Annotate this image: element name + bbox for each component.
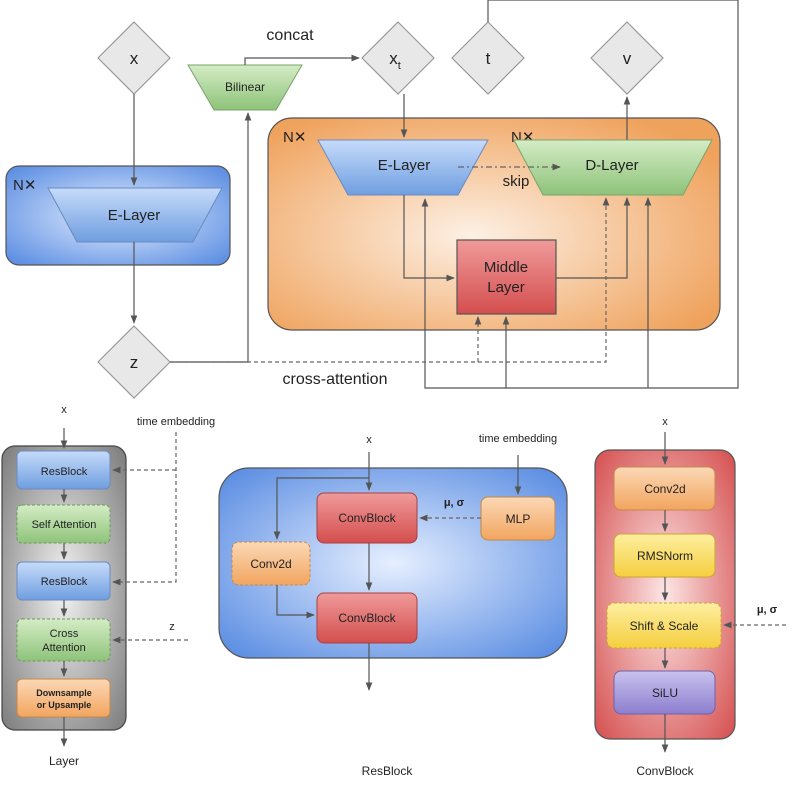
edge-elayer-to-middle (403, 195, 455, 282)
z-node (97, 325, 171, 399)
encoder-e-layer-label: E-Layer (108, 207, 161, 224)
layer-self-attention-label: Self Attention (32, 519, 97, 531)
cross-attention-label: cross-attention (283, 371, 388, 388)
t-node (451, 21, 525, 95)
encoder-e-layer-block (47, 187, 223, 243)
layer-cross-attention-label-1: Cross (50, 628, 79, 640)
bilinear-label: Bilinear (225, 80, 265, 94)
layer-caption: Layer (49, 754, 79, 768)
middle-layer-label-2: Layer (487, 279, 525, 296)
t-node-label: t (486, 49, 491, 68)
resblock-convblock-2-label: ConvBlock (338, 611, 396, 625)
resblock-mu-sigma-label: μ, σ (444, 497, 465, 509)
edge-time-to-resblock-2 (112, 432, 177, 586)
resblock-conv2d (231, 541, 311, 586)
d-layer-label: D-Layer (585, 157, 638, 174)
convblock-rmsnorm-label: RMSNorm (637, 549, 693, 563)
middle-layer-label-1: Middle (484, 259, 528, 276)
x-node-label: x (130, 49, 139, 68)
edge-resblock-residual (273, 477, 369, 540)
layer-downsample (16, 678, 111, 718)
edge-conv2d-to-convblock-2 (276, 585, 315, 619)
layer-cross-attention-label-2: Attention (42, 642, 85, 654)
layer-downsample-label-1: Downsample (36, 688, 92, 698)
unet-multiplier-left: N✕ (283, 129, 306, 146)
resblock-conv2d-label: Conv2d (250, 557, 291, 571)
layer-resblock-2-label: ResBlock (41, 576, 88, 588)
d-layer-block (513, 139, 713, 196)
resblock-convblock-1 (316, 492, 418, 544)
resblock-convblock-1-label: ConvBlock (338, 511, 396, 525)
bilinear-block (187, 64, 303, 111)
layer-cross-attention (16, 618, 111, 662)
resblock-input-label: x (366, 434, 372, 446)
convblock-shift-scale (606, 602, 722, 649)
convblock-silu-label: SiLU (652, 686, 678, 700)
resblock-convblock-2 (316, 592, 418, 644)
convblock-caption: ConvBlock (636, 764, 694, 778)
edge-middle-to-dlayer (556, 197, 631, 279)
convblock-conv2d-label: Conv2d (644, 482, 685, 496)
convblock-input-label: x (662, 416, 668, 428)
edge-cross-attn-dlayer (170, 197, 610, 363)
v-node-label: v (623, 49, 632, 68)
resblock-panel (218, 467, 568, 659)
resblock-caption: ResBlock (362, 764, 414, 778)
layer-z-label: z (169, 621, 175, 633)
convblock-shift-scale-label: Shift & Scale (630, 619, 699, 633)
concat-label: concat (266, 27, 314, 44)
resblock-time-embedding-label: time embedding (479, 433, 557, 445)
encoder-multiplier: N✕ (13, 177, 36, 194)
unet-e-layer-block (317, 139, 489, 196)
middle-layer-block (456, 239, 557, 315)
layer-input-label: x (61, 404, 67, 416)
edge-time-to-elayer (421, 0, 739, 389)
skip-label: skip (503, 173, 530, 190)
xt-node (361, 21, 435, 95)
unet-e-layer-label: E-Layer (378, 157, 431, 174)
xt-node-label: xt (389, 49, 401, 72)
resblock-mlp-label: MLP (506, 512, 531, 526)
convblock-mu-sigma-label: μ, σ (757, 604, 778, 616)
layer-downsample-label-2: or Upsample (37, 700, 92, 710)
v-node (590, 21, 664, 95)
z-node-label: z (130, 353, 139, 372)
layer-resblock-1-label: ResBlock (41, 466, 88, 478)
edge-bilinear-concat (244, 54, 360, 65)
layer-time-embedding-label: time embedding (137, 416, 215, 428)
